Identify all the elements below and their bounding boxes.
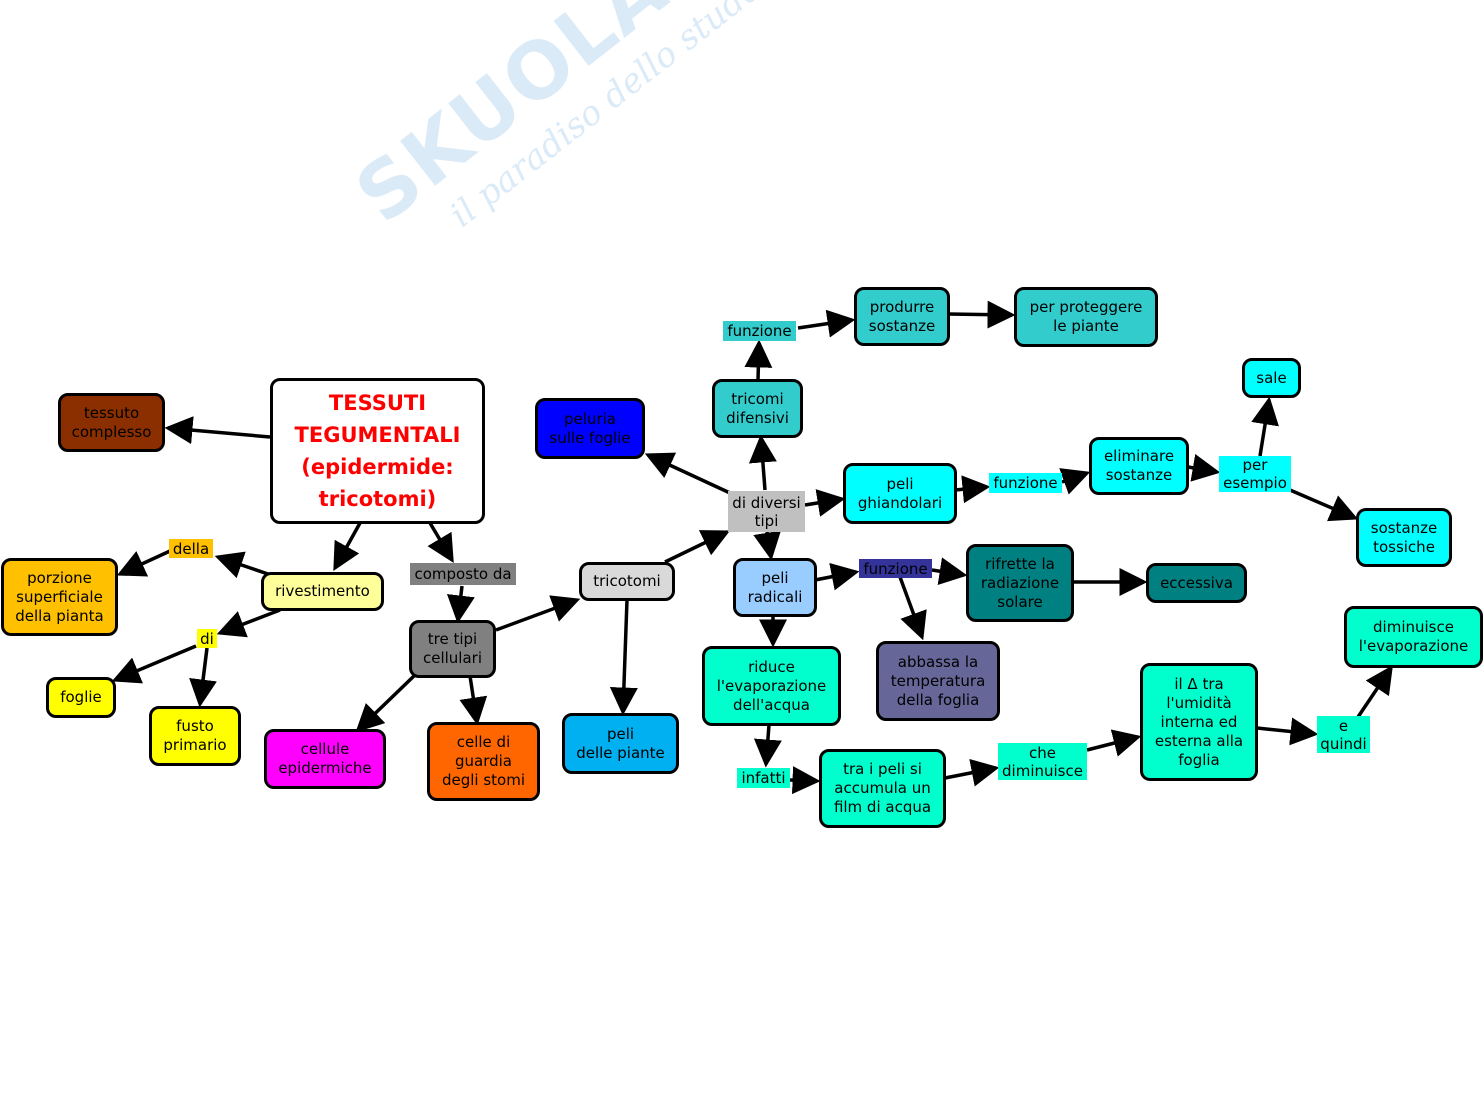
label-composto-da: composto da	[410, 563, 516, 585]
node-peli-radicali[interactable]: peli radicali	[733, 558, 817, 617]
edge-funzione-eliminare	[1059, 468, 1091, 495]
node-abbassa-temperatura[interactable]: abbassa la temperatura della foglia	[876, 641, 1000, 721]
node-per-proteggere[interactable]: per proteggere le piante	[1014, 287, 1158, 347]
label-e-quindi: e quindi	[1317, 716, 1370, 753]
edge-della-porzione	[116, 549, 171, 577]
edge-eliminare-peresempio	[1187, 454, 1221, 482]
label-della: della	[169, 539, 213, 558]
label-funzione-difensivi: funzione	[723, 321, 796, 341]
edge-tricomi-funzione	[744, 339, 773, 381]
node-tricomi-difensivi[interactable]: tricomi difensivi	[712, 379, 803, 438]
edge-tretipi-tricotomi	[495, 595, 581, 632]
label-che-diminuisce: che diminuisce	[998, 743, 1087, 780]
node-diminuisce-evaporazione[interactable]: diminuisce l'evaporazione	[1344, 606, 1483, 668]
label-infatti: infatti	[737, 768, 790, 788]
edge-rivestimento-della	[214, 551, 269, 579]
edge-tricotomi-diversi	[664, 530, 731, 564]
node-cellule-epidermiche[interactable]: cellule epidermiche	[264, 729, 386, 789]
node-sostanze-tossiche[interactable]: sostanze tossiche	[1356, 508, 1452, 567]
edge-diversi-radicali	[753, 530, 781, 561]
node-tre-tipi-cellulari[interactable]: tre tipi cellulari	[409, 620, 496, 678]
edge-funzione-rifrette	[931, 557, 968, 586]
node-foglie[interactable]: foglie	[46, 677, 116, 718]
node-rifrette-radiazione[interactable]: rifrette la radiazione solare	[966, 544, 1074, 622]
node-produrre-sostanze[interactable]: produrre sostanze	[854, 287, 950, 346]
edge-tricotomi-peli	[609, 599, 638, 716]
edge-di-fusto	[189, 647, 217, 708]
node-tessuto-complesso[interactable]: tessuto complesso	[58, 393, 165, 452]
edge-funzione-produrre	[797, 309, 856, 338]
edge-riduce-infatti	[753, 724, 782, 768]
edge-infatti-trapeli	[789, 766, 821, 795]
edge-tretipi-celle	[459, 675, 488, 726]
label-di-diversi-tipi: di diversi tipi	[728, 491, 805, 532]
label-funzione-radicali: funzione	[859, 559, 932, 578]
edge-rivestimento-di	[216, 608, 281, 638]
edge-diversi-peluria	[644, 452, 731, 495]
edge-trapeli-che	[944, 758, 1000, 787]
node-eliminare-sostanze[interactable]: eliminare sostanze	[1089, 437, 1189, 495]
node-riduce-evaporazione[interactable]: riduce l'evaporazione dell'acqua	[702, 646, 841, 726]
edge-funzione-abbassa	[898, 576, 927, 641]
label-funzione-ghiandolari: funzione	[989, 473, 1062, 493]
edge-produrre-proteggere	[947, 300, 1016, 329]
edge-tretipi-cellule	[355, 673, 417, 733]
edge-ghiandolari-funzione	[954, 475, 991, 504]
edge-main-tessuto	[164, 416, 271, 445]
node-porzione-superficiale[interactable]: porzione superficiale della pianta	[1, 558, 118, 636]
edge-di-foglie	[111, 644, 197, 684]
node-tricotomi[interactable]: tricotomi	[579, 562, 675, 601]
edge-che-delta	[1086, 729, 1142, 757]
label-di: di	[197, 629, 217, 648]
edge-diversi-ghiandolari	[804, 489, 846, 517]
edge-peresempio-tossiche	[1289, 488, 1359, 522]
node-peli-ghiandolari[interactable]: peli ghiandolari	[843, 463, 957, 524]
node-rivestimento[interactable]: rivestimento	[261, 572, 384, 611]
node-peluria[interactable]: peluria sulle foglie	[535, 398, 645, 459]
edge-diversi-tricomi	[748, 434, 777, 491]
node-peli-delle-piante[interactable]: peli delle piante	[562, 713, 679, 774]
node-fusto-primario[interactable]: fusto primario	[149, 706, 241, 766]
edge-radicali-funzione	[814, 562, 860, 591]
edge-composto-tretipi	[446, 585, 475, 624]
label-per-esempio: per esempio	[1219, 456, 1291, 492]
edge-delta-equindi	[1256, 717, 1319, 746]
node-celle-guardia[interactable]: celle di guardia degli stomi	[427, 722, 540, 801]
main-topic-node[interactable]: TESSUTI TEGUMENTALI (epidermide: tricoto…	[270, 378, 485, 524]
node-sale[interactable]: sale	[1242, 358, 1301, 398]
node-eccessiva[interactable]: eccessiva	[1146, 563, 1247, 603]
node-tra-i-peli[interactable]: tra i peli si accumula un film di acqua	[819, 749, 946, 828]
edge-main-rivestimento	[333, 522, 362, 572]
edge-main-composto	[427, 522, 454, 564]
edge-peresempio-sale	[1251, 396, 1279, 457]
node-delta-umidita[interactable]: il Δ tra l'umidità interna ed esterna al…	[1140, 663, 1258, 781]
edge-equindi-diminuisce	[1356, 665, 1393, 718]
